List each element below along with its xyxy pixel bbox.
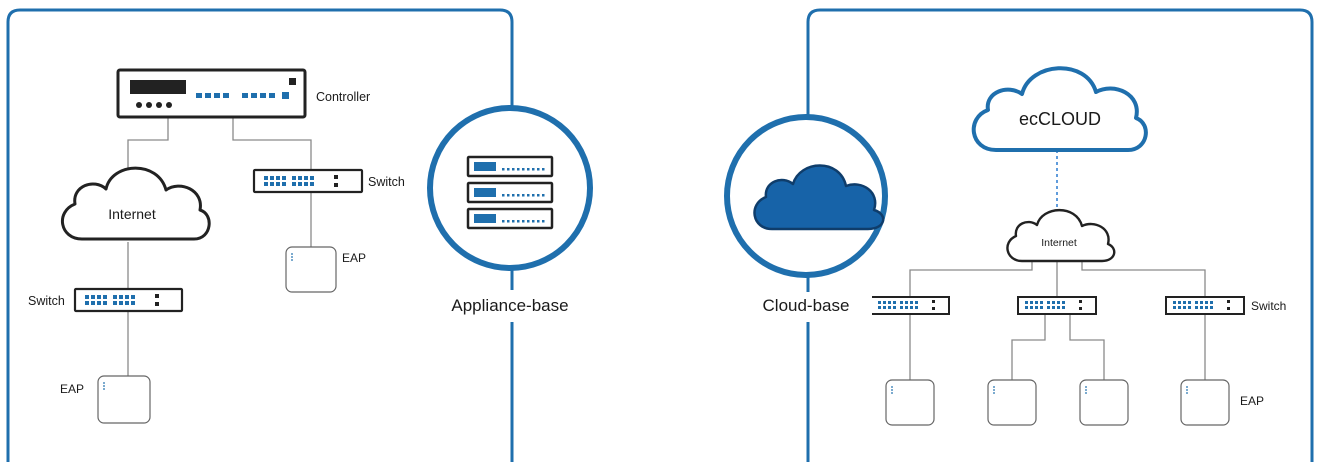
link-controller-internet xyxy=(127,117,169,176)
eap-device-3 xyxy=(1079,379,1129,426)
internet-cloud-icon xyxy=(60,166,211,241)
appliance-badge-label: Appliance-base xyxy=(451,296,568,315)
cloud-badge: Cloud-base xyxy=(724,114,888,322)
cloud-links xyxy=(909,262,1206,380)
eap-bottom-label: EAP xyxy=(60,382,84,396)
internet-cloud-icon-right xyxy=(1006,209,1116,263)
eap-device-4 xyxy=(1180,379,1230,426)
switch-bottom-label: Switch xyxy=(28,294,65,308)
eap-device-top xyxy=(285,246,337,293)
eccloud-label: ecCLOUD xyxy=(1019,109,1101,129)
link-switch-center-eap-b xyxy=(1069,314,1105,380)
cloud-panel-frame xyxy=(806,8,1314,462)
switch-top-label: Switch xyxy=(368,175,405,189)
cloud-badge-label: Cloud-base xyxy=(763,296,850,315)
appliance-links xyxy=(127,117,312,376)
eap-label-right: EAP xyxy=(1240,394,1264,408)
server-stack-icon xyxy=(466,155,554,230)
cloud-icon xyxy=(753,164,885,231)
switch-device-center xyxy=(1017,296,1097,315)
internet-label: Internet xyxy=(108,206,156,222)
appliance-panel: Controller Internet Switch EAP xyxy=(6,8,593,462)
switch-device-top xyxy=(252,168,364,194)
eap-device-bottom xyxy=(97,375,151,424)
link-controller-switch xyxy=(232,117,312,172)
cloud-panel: ecCLOUD Internet xyxy=(724,8,1314,462)
switch-device-right xyxy=(1165,296,1245,315)
controller-device xyxy=(116,68,307,119)
link-internet-switch-right xyxy=(1081,262,1206,297)
internet-label-right: Internet xyxy=(1041,237,1077,249)
appliance-badge: Appliance-base xyxy=(427,105,593,322)
appliance-panel-frame xyxy=(6,8,514,462)
eap-top-label: EAP xyxy=(342,251,366,265)
eap-device-1 xyxy=(885,379,935,426)
switch-device-left xyxy=(870,296,950,315)
switch-label-right: Switch xyxy=(1251,299,1286,313)
link-switch-center-eap-a xyxy=(1011,314,1046,380)
switch-device-bottom xyxy=(73,287,184,313)
eap-device-2 xyxy=(987,379,1037,426)
link-internet-switch-left xyxy=(909,262,1033,297)
controller-label: Controller xyxy=(316,90,370,104)
eccloud-icon xyxy=(971,66,1148,152)
